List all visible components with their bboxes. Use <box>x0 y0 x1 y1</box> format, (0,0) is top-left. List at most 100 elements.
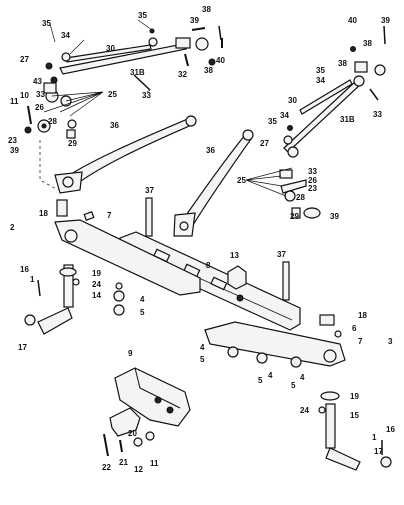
callout-35-b: 33 <box>308 167 317 176</box>
lock-29-right <box>291 207 301 219</box>
callout-32-a: 33 <box>142 91 151 100</box>
callout-30-a: 30 <box>106 44 115 53</box>
washer-24-right <box>318 406 326 414</box>
clamp-right <box>354 61 368 73</box>
right-axle-extension <box>204 314 392 471</box>
grease-6-right <box>334 330 342 338</box>
callout-33-b: 31B <box>340 115 355 124</box>
callout-24-b: 24 <box>300 406 309 415</box>
washer-11 <box>145 431 155 441</box>
callout-6: 6 <box>352 324 357 333</box>
callout-28-a: 28 <box>48 117 57 126</box>
axle-extension-left <box>54 219 201 296</box>
callout-4-d: 4 <box>300 373 305 382</box>
callout-19-b: 19 <box>350 392 359 401</box>
spindle-shaft-left <box>63 264 74 308</box>
washer-24-left <box>72 278 80 286</box>
pin-41-right <box>383 25 386 45</box>
pin-41-left <box>218 25 222 41</box>
radius-arm-ball-left <box>185 115 197 127</box>
callout-25-a: 25 <box>108 90 117 99</box>
callout-42-b: 40 <box>348 16 357 25</box>
drag-link-rod-left <box>59 43 187 75</box>
right-drag-link-assembly <box>245 25 386 219</box>
callout-27-a: 27 <box>20 55 29 64</box>
cotter-32-right <box>369 88 379 101</box>
callout-37-a: 37 <box>145 186 154 195</box>
callout-18-a: 18 <box>39 209 48 218</box>
callout-39-a: 38 <box>202 5 211 14</box>
callout-40-b: 38 <box>338 59 347 68</box>
bolt-11-left <box>27 105 32 125</box>
lockwasher-4-right <box>227 346 239 358</box>
yoke-eye-left <box>62 176 74 188</box>
washer-a-right <box>287 146 299 158</box>
lock-left <box>66 129 76 139</box>
callout-24-a: 24 <box>92 280 101 289</box>
cotter-right <box>350 46 356 52</box>
callout-26-a: 26 <box>35 103 44 112</box>
rod-end-right-b <box>283 135 293 145</box>
callout-31b-b: 35 <box>138 11 147 20</box>
callout-38-b: 39 <box>330 212 339 221</box>
callout-27-b: 27 <box>260 139 269 148</box>
callout-5-b: 5 <box>200 355 205 364</box>
callout-41-a: 39 <box>190 16 199 25</box>
callout-15: 15 <box>350 411 359 420</box>
bushing-18-left <box>56 199 68 217</box>
nut-17-left <box>24 314 36 326</box>
right-radius-arm <box>173 129 254 237</box>
callout-43: 43 <box>33 77 42 86</box>
callout-13: 13 <box>230 251 239 260</box>
pivot-bushing-13 <box>227 265 247 290</box>
bushing-left <box>43 82 57 94</box>
callout-32-b: 33 <box>373 110 382 119</box>
callout-30-b: 30 <box>288 96 297 105</box>
nut-5-left <box>113 304 125 316</box>
pivot-pin-37-left <box>145 197 153 237</box>
callout-31a-a: 34 <box>61 31 70 40</box>
thrust-bearing-19-left <box>59 267 77 277</box>
callout-34: 32 <box>178 70 187 79</box>
callout-33-a: 31B <box>130 68 145 77</box>
nut-25-left <box>24 126 32 134</box>
cotter-16-left <box>37 279 41 297</box>
bolt-22 <box>103 433 109 457</box>
yoke-eye-right <box>179 221 189 231</box>
lockwasher-4-left <box>113 290 125 302</box>
clamp-left <box>175 37 191 49</box>
bracket-cap-20 <box>109 407 141 437</box>
spindle-shaft-right <box>325 403 336 449</box>
nut-5-right-a <box>256 352 268 364</box>
callout-14: 14 <box>92 291 101 300</box>
callout-25-b: 25 <box>237 176 246 185</box>
callout-26-b: 26 <box>308 176 317 185</box>
callout-35-a: 33 <box>36 90 45 99</box>
spindle-arm-left <box>37 307 73 335</box>
left-radius-arm <box>39 115 197 194</box>
callout-39-b: 38 <box>363 39 372 48</box>
bolt-39-left <box>191 27 206 31</box>
callout-10: 10 <box>20 91 29 100</box>
callout-3: 3 <box>388 337 393 346</box>
callout-4-c: 4 <box>268 371 273 380</box>
callout-12: 12 <box>134 465 143 474</box>
callout-31b-c: 35 <box>316 66 325 75</box>
seal-38-right <box>303 207 321 219</box>
leaders-top-left <box>43 19 153 117</box>
callout-16-b: 16 <box>386 425 395 434</box>
callout-8: 8 <box>206 261 211 270</box>
pivot-pin-37-right <box>282 261 290 301</box>
seal-center-left <box>41 123 47 129</box>
bushing-18-right <box>319 314 335 326</box>
callout-23-a: 23 <box>8 136 17 145</box>
callout-9: 9 <box>128 349 133 358</box>
callout-7-b: 7 <box>358 337 363 346</box>
spindle-bore-right <box>323 349 337 363</box>
rod-end-right-a <box>353 75 365 87</box>
slot-c <box>210 276 228 291</box>
callout-17-b: 17 <box>374 447 383 456</box>
support-bracket <box>103 367 191 457</box>
bolt-21 <box>119 439 123 453</box>
